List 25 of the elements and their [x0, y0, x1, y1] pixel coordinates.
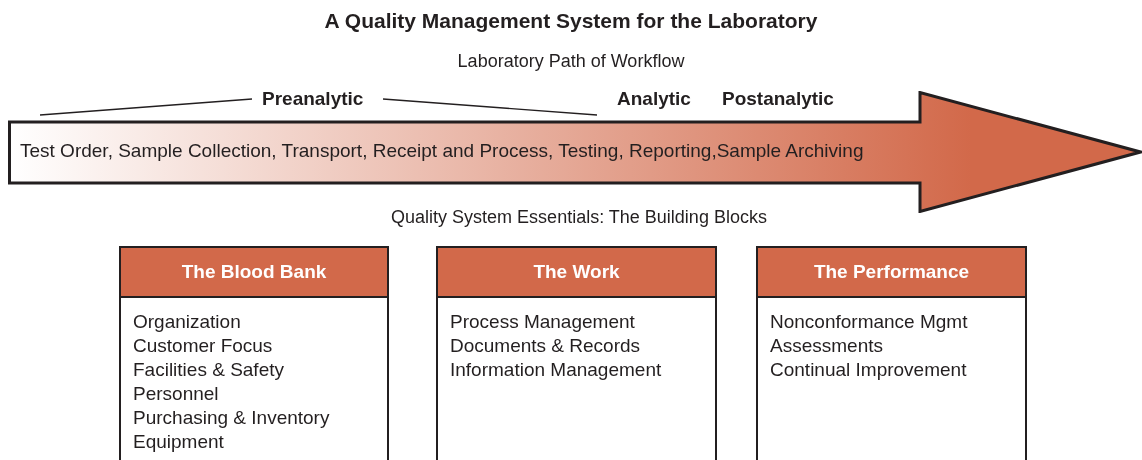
- phase-label: Analytic: [617, 88, 691, 110]
- diagram-title: A Quality Management System for the Laboratory: [323, 9, 819, 33]
- card-header: The Blood Bank: [121, 248, 387, 298]
- list-item: Continual Improvement: [770, 358, 967, 382]
- list-item: Organization: [133, 310, 241, 334]
- list-item: Nonconformance Mgmt: [770, 310, 968, 334]
- category-card: [436, 246, 717, 460]
- section-heading: Quality System Essentials: The Building Blocks: [390, 207, 768, 228]
- list-item: Facilities & Safety: [133, 358, 284, 382]
- subtitle: Laboratory Path of Workflow: [456, 51, 686, 72]
- card-header: The Performance: [758, 248, 1025, 298]
- phase-label: Postanalytic: [722, 88, 834, 110]
- process-text: Test Order, Sample Collection, Transport, Receipt and Process, Testing, Reporting,Sample Archiving: [20, 140, 864, 162]
- list-item: Information Management: [450, 358, 662, 382]
- category-card: [119, 246, 389, 460]
- list-item: Customer Focus: [133, 334, 273, 358]
- list-item: Purchasing & Inventory: [133, 406, 330, 430]
- card-header: The Work: [438, 248, 715, 298]
- list-item: Documents & Records: [450, 334, 641, 358]
- list-item: Equipment: [133, 430, 224, 454]
- list-item: Personnel: [133, 382, 219, 406]
- list-item: Process Management: [450, 310, 635, 334]
- list-item: Assessments: [770, 334, 883, 358]
- category-card: [756, 246, 1027, 460]
- phase-label: Preanalytic: [262, 88, 364, 110]
